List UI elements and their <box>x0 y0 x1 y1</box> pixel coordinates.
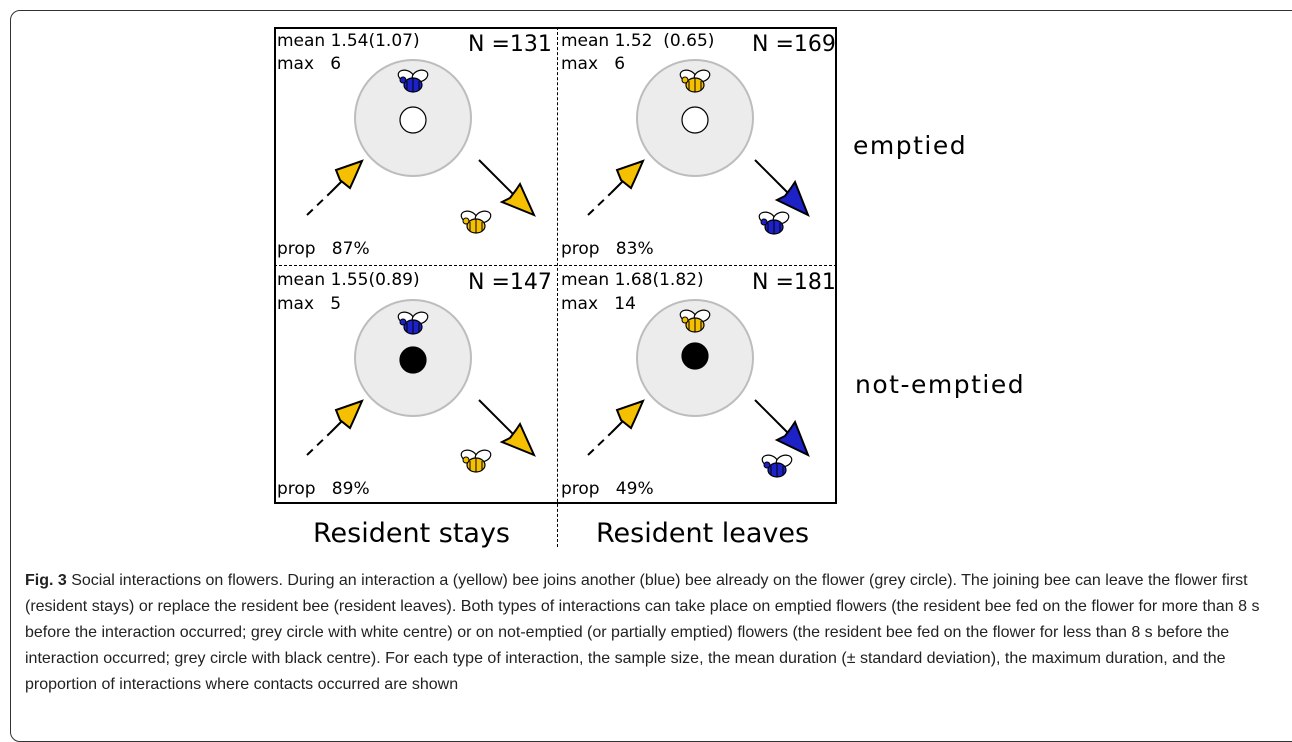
leave-arrow <box>499 421 536 457</box>
row-label-emptied: emptied <box>853 131 968 160</box>
panel2-prop: prop 83% <box>561 239 654 259</box>
panel2-mean: mean 1.52 (0.65) <box>561 31 715 51</box>
leave-arrow <box>774 179 810 218</box>
join-arrow <box>334 159 364 190</box>
col-label-resident-stays: Resident stays <box>313 518 511 549</box>
figure-caption: Fig. 3 Social interactions on flowers. D… <box>25 568 1270 698</box>
leave-arrow <box>499 181 536 217</box>
panel-bottom-right <box>587 299 810 478</box>
panel-top-left <box>306 59 536 234</box>
panel3-prop: prop 89% <box>277 479 370 499</box>
panel3-n: N =147 <box>468 270 552 295</box>
panel1-max: max 6 <box>277 54 342 74</box>
leaving-bee-icon <box>757 209 791 235</box>
panel3-mean: mean 1.55(0.89) <box>277 270 420 290</box>
figure-graphics <box>306 59 810 478</box>
row-label-not-emptied: not-emptied <box>855 370 1026 399</box>
leaving-bee-icon <box>459 208 493 234</box>
panel2-n: N =169 <box>752 32 836 57</box>
panel3-max: max 5 <box>277 294 342 314</box>
flower-centre-full <box>681 342 709 370</box>
panel-bottom-left <box>306 299 536 473</box>
join-arrow <box>615 399 645 430</box>
flower-centre-full <box>399 346 427 374</box>
flower-centre-empty <box>399 106 427 134</box>
join-arrow <box>334 399 364 430</box>
leaving-bee-icon <box>459 447 493 473</box>
panel4-max: max 14 <box>561 294 636 314</box>
col-label-resident-leaves: Resident leaves <box>596 518 810 549</box>
leaving-bee-icon <box>760 452 794 478</box>
caption-text: Social interactions on flowers. During a… <box>25 572 1260 693</box>
panel2-max: max 6 <box>561 54 626 74</box>
caption-label: Fig. 3 <box>25 572 67 589</box>
column-divider <box>557 27 558 547</box>
panel-top-right <box>587 59 810 235</box>
join-arrow <box>615 159 645 190</box>
panel1-mean: mean 1.54(1.07) <box>277 31 420 51</box>
panel4-prop: prop 49% <box>561 479 654 499</box>
flower-centre-empty <box>681 106 709 134</box>
panel1-prop: prop 87% <box>277 239 370 259</box>
leave-arrow <box>774 419 810 458</box>
panel4-n: N =181 <box>752 270 836 295</box>
panel4-mean: mean 1.68(1.82) <box>561 270 704 290</box>
row-divider <box>274 265 837 266</box>
panel1-n: N =131 <box>468 32 552 57</box>
